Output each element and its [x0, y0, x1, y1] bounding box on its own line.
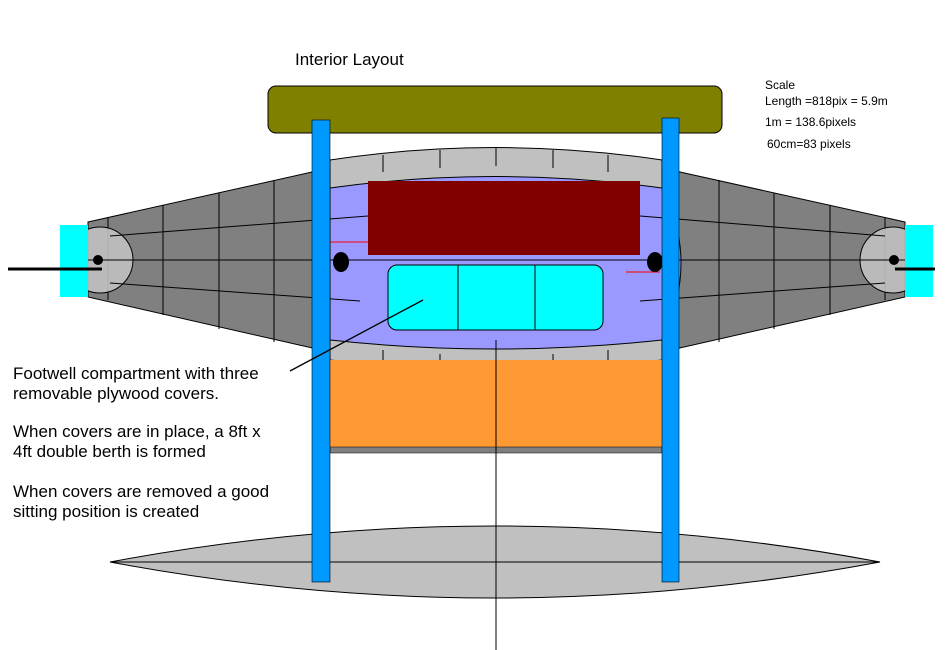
forward-beam-left [311, 119, 331, 583]
scale-length: Length =818pix = 5.9m [765, 94, 888, 108]
scale-per-meter: 1m = 138.6pixels [765, 115, 857, 129]
forward-trampoline [267, 85, 723, 134]
note-line: removable plywood covers. [13, 384, 219, 403]
berth-cushion [368, 181, 640, 255]
note-sitting: When covers are removed a good sitting p… [13, 482, 269, 522]
note-line: Footwell compartment with three [13, 364, 259, 383]
note-line: sitting position is created [13, 502, 200, 521]
diagram-title: Interior Layout [295, 50, 404, 69]
left-mast-step [333, 252, 349, 272]
footwell-covers [387, 264, 604, 331]
note-footwell: Footwell compartment with three removabl… [13, 364, 259, 404]
right-mast-step [647, 252, 663, 272]
pointer-line [289, 299, 424, 372]
note-line: When covers are removed a good [13, 482, 270, 501]
note-line: 4ft double berth is formed [13, 442, 206, 461]
scale-heading: Scale [765, 78, 796, 92]
note-line: When covers are in place, a 8ft x [13, 422, 261, 441]
forward-beam-right [661, 117, 680, 583]
scale-per-60cm: 60cm=83 pixels [767, 137, 851, 151]
note-berth: When covers are in place, a 8ft x 4ft do… [13, 422, 261, 462]
